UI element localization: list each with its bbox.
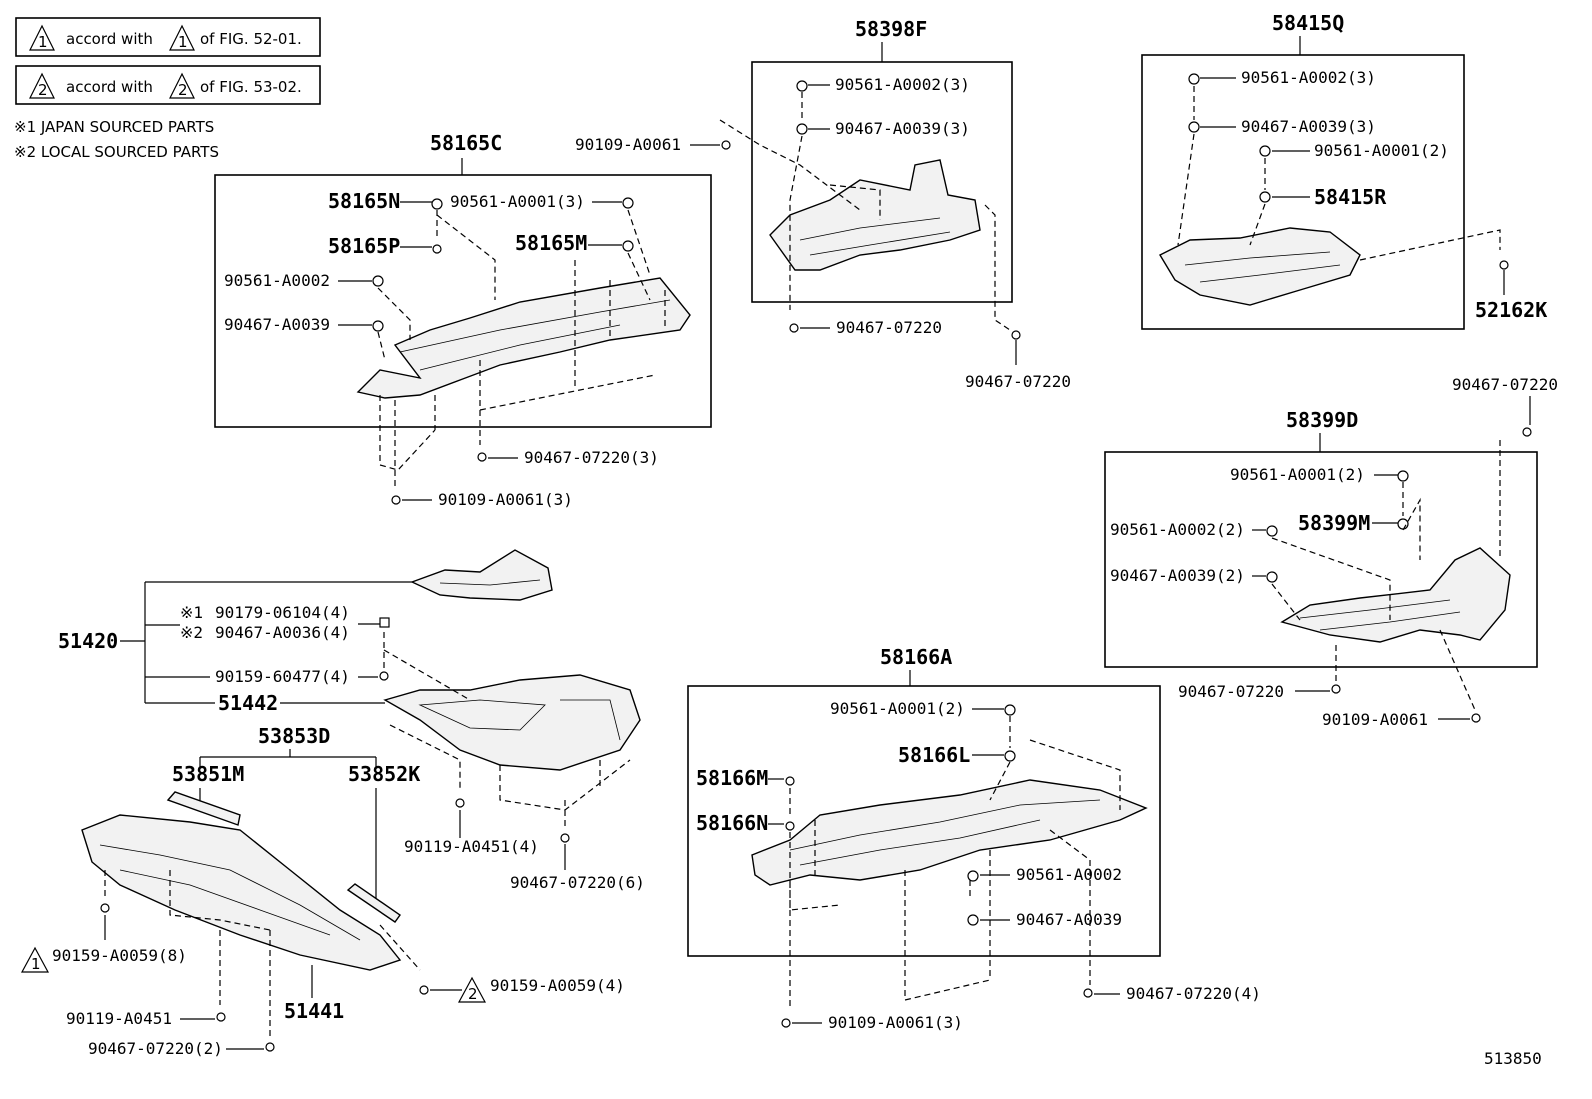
label-f-o: 90561-A0001(2)	[1230, 465, 1365, 484]
label-f-p: 90561-A0002(2)	[1110, 520, 1245, 539]
label-f-i: 90467-07220	[836, 318, 942, 337]
label-p51442: 51442	[218, 691, 278, 715]
label-f-y: 90159-A0059(8)	[52, 946, 187, 965]
label-mark1: ※1	[180, 603, 203, 622]
label-f-ae: 90467-A0039	[1016, 910, 1122, 929]
label-f-af: 90467-07220(4)	[1126, 984, 1261, 1003]
label-legend1-accord: accord with	[66, 30, 153, 48]
label-legend1-mark: 1	[178, 33, 188, 51]
label-p58166n: 58166N	[696, 811, 768, 835]
label-f-b: 90561-A0002	[224, 271, 330, 290]
label-p53851m: 53851M	[172, 762, 244, 786]
label-f-x: 90467-07220(6)	[510, 873, 645, 892]
note-local: ※2 LOCAL SOURCED PARTS	[14, 143, 219, 161]
label-f-w: 90119-A0451(4)	[404, 837, 539, 856]
group-58165C: 58165C 58165N 90561-A0001(3) 58165P 5816…	[214, 131, 712, 509]
label-p58165p: 58165P	[328, 234, 400, 258]
label-f-q: 90467-A0039(2)	[1110, 566, 1245, 585]
label-g58166a: 58166A	[880, 645, 952, 669]
label-p58165n: 58165N	[328, 189, 400, 213]
label-p51441: 51441	[284, 999, 344, 1023]
label-f-j: 90467-07220	[965, 372, 1071, 391]
figure-id: 513850	[1484, 1049, 1542, 1068]
label-legend1-of: of FIG. 52-01.	[200, 30, 302, 48]
label-p52162k: 52162K	[1475, 298, 1547, 322]
label-f-a: 90561-A0001(3)	[450, 192, 585, 211]
label-f-m: 90561-A0001(2)	[1314, 141, 1449, 160]
label-f-aa: 90119-A0451	[66, 1009, 172, 1028]
label-f-t: 90179-06104(4)	[215, 603, 350, 622]
label-f-ac: 90561-A0001(2)	[830, 699, 965, 718]
label-f-u: 90467-A0036(4)	[215, 623, 350, 642]
label-g58165c: 58165C	[430, 131, 502, 155]
label-p58166l: 58166L	[898, 743, 970, 767]
label-g58415q: 58415Q	[1272, 11, 1344, 35]
label-mark2: ※2	[180, 623, 203, 642]
label-f-ag: 90109-A0061(3)	[828, 1013, 963, 1032]
group-53853D: 53853D 53851M 53852K 1 90159-A0059(8) 2 …	[20, 724, 625, 1058]
label-f-f: 90109-A0061	[575, 135, 681, 154]
label-p51420: 51420	[58, 629, 118, 653]
label-legend2-accord: accord with	[66, 78, 153, 96]
group-58399D: 90467-07220 58399D 90561-A0001(2) 58399M…	[1104, 375, 1558, 729]
legend-1: 1 accord with 1 of FIG. 52-01.	[15, 17, 321, 57]
label-f-l: 90467-A0039(3)	[1241, 117, 1376, 136]
label-f-r: 90467-07220	[1178, 682, 1284, 701]
label-p58165m: 58165M	[515, 231, 587, 255]
label-legend1-mark: 1	[38, 33, 48, 51]
label-legend2-mark: 2	[178, 81, 188, 99]
label-g53853d: 53853D	[258, 724, 330, 748]
label-p58399m: 58399M	[1298, 511, 1370, 535]
legend-2: 2 accord with 2 of FIG. 53-02.	[15, 65, 321, 105]
label-f-e: 90109-A0061(3)	[438, 490, 573, 509]
label-tri2: 2	[468, 985, 478, 1003]
group-58166A: 58166A 90561-A0001(2) 58166L 58166M 5816…	[687, 645, 1261, 1032]
label-p58166m: 58166M	[696, 766, 768, 790]
group-58398F: 58398F 90109-A0061 90561-A0002(3) 90467-…	[575, 17, 1071, 391]
label-f-c: 90467-A0039	[224, 315, 330, 334]
label-p53852k: 53852K	[348, 762, 420, 786]
label-g58398f: 58398F	[855, 17, 927, 41]
label-f-ab: 90467-07220(2)	[88, 1039, 223, 1058]
label-f-s: 90109-A0061	[1322, 710, 1428, 729]
label-p58415r: 58415R	[1314, 185, 1387, 209]
label-f-d: 90467-07220(3)	[524, 448, 659, 467]
label-g58399d: 58399D	[1286, 408, 1358, 432]
label-tri1: 1	[31, 955, 41, 973]
label-f-v: 90159-60477(4)	[215, 667, 350, 686]
label-f-z: 90159-A0059(4)	[490, 976, 625, 995]
label-f-ad: 90561-A0002	[1016, 865, 1122, 884]
group-51420: 51420 ※1 90179-06104(4) ※2 90467-A0036(4…	[58, 549, 645, 892]
note-japan: ※1 JAPAN SOURCED PARTS	[14, 118, 214, 136]
label-f-k: 90561-A0002(3)	[1241, 68, 1376, 87]
label-f-g: 90561-A0002(3)	[835, 75, 970, 94]
label-legend2-mark: 2	[38, 81, 48, 99]
group-58415Q: 58415Q 90561-A0002(3) 90467-A0039(3) 905…	[1141, 11, 1547, 330]
label-legend2-of: of FIG. 53-02.	[200, 78, 302, 96]
label-f-n: 90467-07220	[1452, 375, 1558, 394]
label-f-h: 90467-A0039(3)	[835, 119, 970, 138]
